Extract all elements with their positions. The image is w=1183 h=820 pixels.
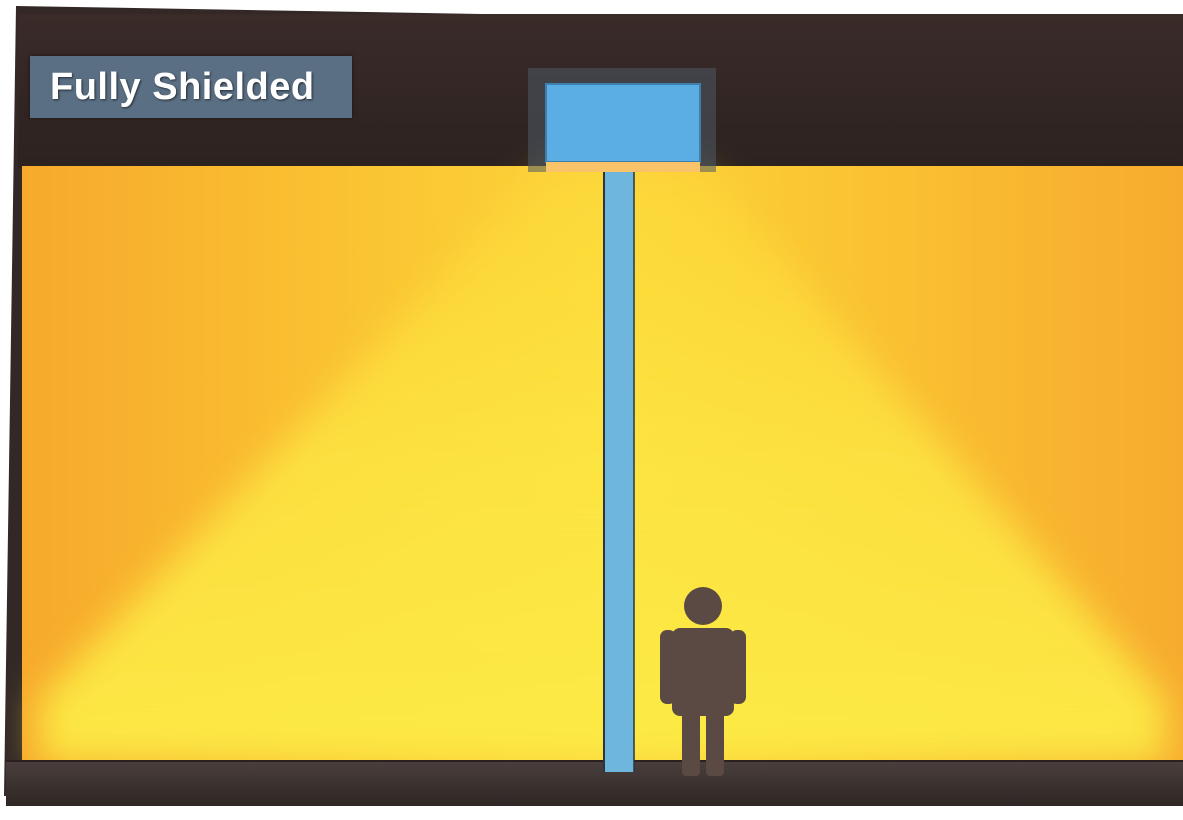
ground — [6, 760, 1183, 806]
diagram-title: Fully Shielded — [50, 66, 315, 109]
light-pole-icon — [604, 172, 634, 772]
light-fixture-icon — [528, 68, 716, 172]
diagram-title-box: Fully Shielded — [30, 56, 352, 118]
